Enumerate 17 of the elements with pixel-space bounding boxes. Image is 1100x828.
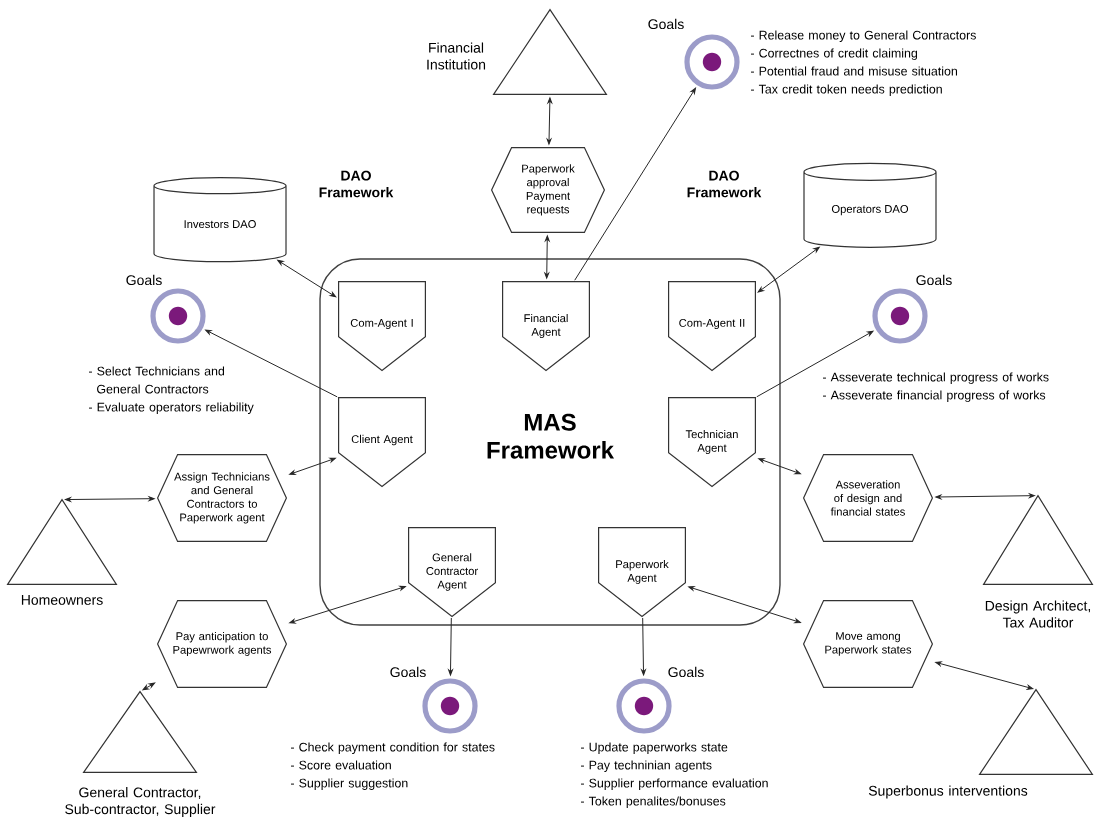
- arrow: [546, 97, 553, 145]
- arrow: [64, 496, 155, 502]
- arrow: [756, 330, 874, 398]
- arrow: [935, 661, 1034, 690]
- arrow: [688, 586, 801, 624]
- arrow: [277, 259, 337, 298]
- arrow: [574, 87, 696, 281]
- arrow: [289, 585, 406, 624]
- arrow: [757, 246, 820, 293]
- arrow: [641, 617, 646, 676]
- arrow: [935, 493, 1036, 500]
- arrow: [758, 458, 801, 475]
- arrow: [289, 457, 336, 475]
- arrow: [448, 617, 453, 676]
- arrow: [142, 682, 156, 691]
- arrow: [205, 329, 338, 398]
- arrow: [544, 235, 550, 279]
